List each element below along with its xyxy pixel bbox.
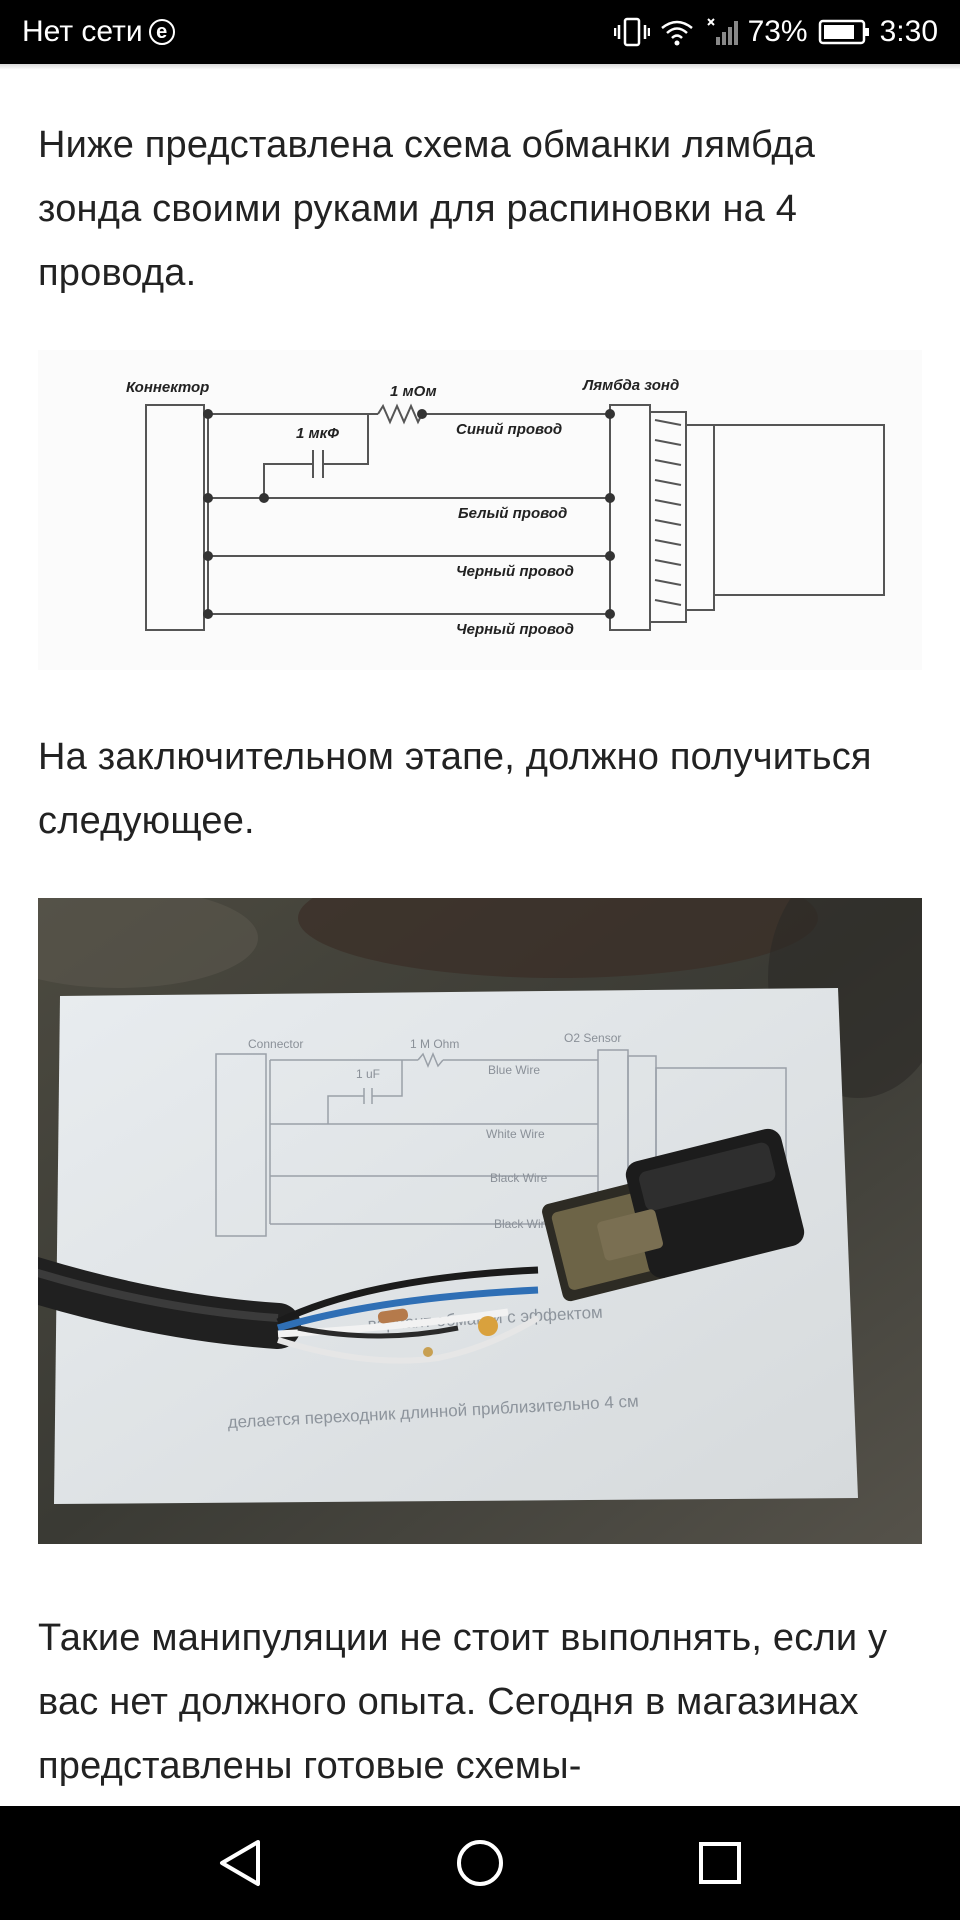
battery-percent: 73%	[747, 15, 808, 48]
navigation-bar	[0, 1806, 960, 1920]
schematic-image[interactable]: Коннектор 1 мОм 1 мкФ Лямбда зонд Синий …	[38, 350, 922, 670]
triangle-back-icon	[220, 1840, 260, 1886]
clock: 3:30	[879, 15, 938, 48]
photo-drawing: Connector 1 M Ohm 1 uF O2 Sensor Blue Wi…	[38, 898, 922, 1544]
photo-image[interactable]: Connector 1 M Ohm 1 uF O2 Sensor Blue Wi…	[38, 898, 922, 1544]
home-button[interactable]	[440, 1823, 520, 1903]
diagram-label-wire1: Синий провод	[456, 421, 562, 438]
wifi-icon	[660, 20, 693, 46]
diagram-label-wire3: Черный провод	[456, 563, 574, 580]
connector-block	[145, 404, 205, 631]
photo-label-wire2: White Wire	[486, 1127, 545, 1141]
battery-icon	[818, 19, 869, 45]
diagram-label-capacitor: 1 мкФ	[296, 425, 339, 442]
diagram-label-resistor: 1 мОм	[390, 383, 437, 400]
diagram-label-connector: Коннектор	[126, 379, 209, 396]
photo-label-capacitor: 1 uF	[356, 1067, 380, 1081]
photo-label-wire3: Black Wire	[490, 1171, 548, 1185]
photo-label-resistor: 1 M Ohm	[410, 1037, 459, 1051]
status-right: 73% 3:30	[613, 15, 938, 49]
square-recents-icon	[699, 1842, 741, 1884]
article-paragraph-1: Ниже представлена схема обманки лямбда з…	[38, 124, 816, 294]
status-bar: Нет сети e 73%	[0, 0, 960, 64]
circle-home-icon	[457, 1840, 503, 1886]
schematic-drawing: Коннектор 1 мОм 1 мкФ Лямбда зонд Синий …	[126, 377, 885, 638]
photo-label-wire1: Blue Wire	[488, 1063, 540, 1077]
diagram-label-sensor: Лямбда зонд	[582, 377, 679, 394]
status-bar-shadow	[0, 64, 960, 70]
photo-label-wire4: Black Wire	[494, 1217, 552, 1231]
network-badge-icon: e	[148, 19, 175, 45]
diagram-label-wire2: Белый провод	[458, 505, 567, 522]
photo-label-connector: Connector	[248, 1037, 303, 1051]
recents-button[interactable]	[680, 1823, 760, 1903]
network-status: Нет сети	[22, 15, 143, 48]
back-button[interactable]	[200, 1823, 280, 1903]
status-left: Нет сети e	[22, 15, 175, 49]
diagram-label-wire4: Черный провод	[456, 621, 574, 638]
cell-signal-icon	[706, 18, 738, 45]
vibrate-icon	[613, 17, 650, 47]
photo-label-sensor: O2 Sensor	[564, 1031, 621, 1045]
article-paragraph-3: Такие манипуляции не стоит выполнять, ес…	[38, 1617, 888, 1787]
article-paragraph-2: На заключительном этапе, должно получить…	[38, 736, 872, 842]
